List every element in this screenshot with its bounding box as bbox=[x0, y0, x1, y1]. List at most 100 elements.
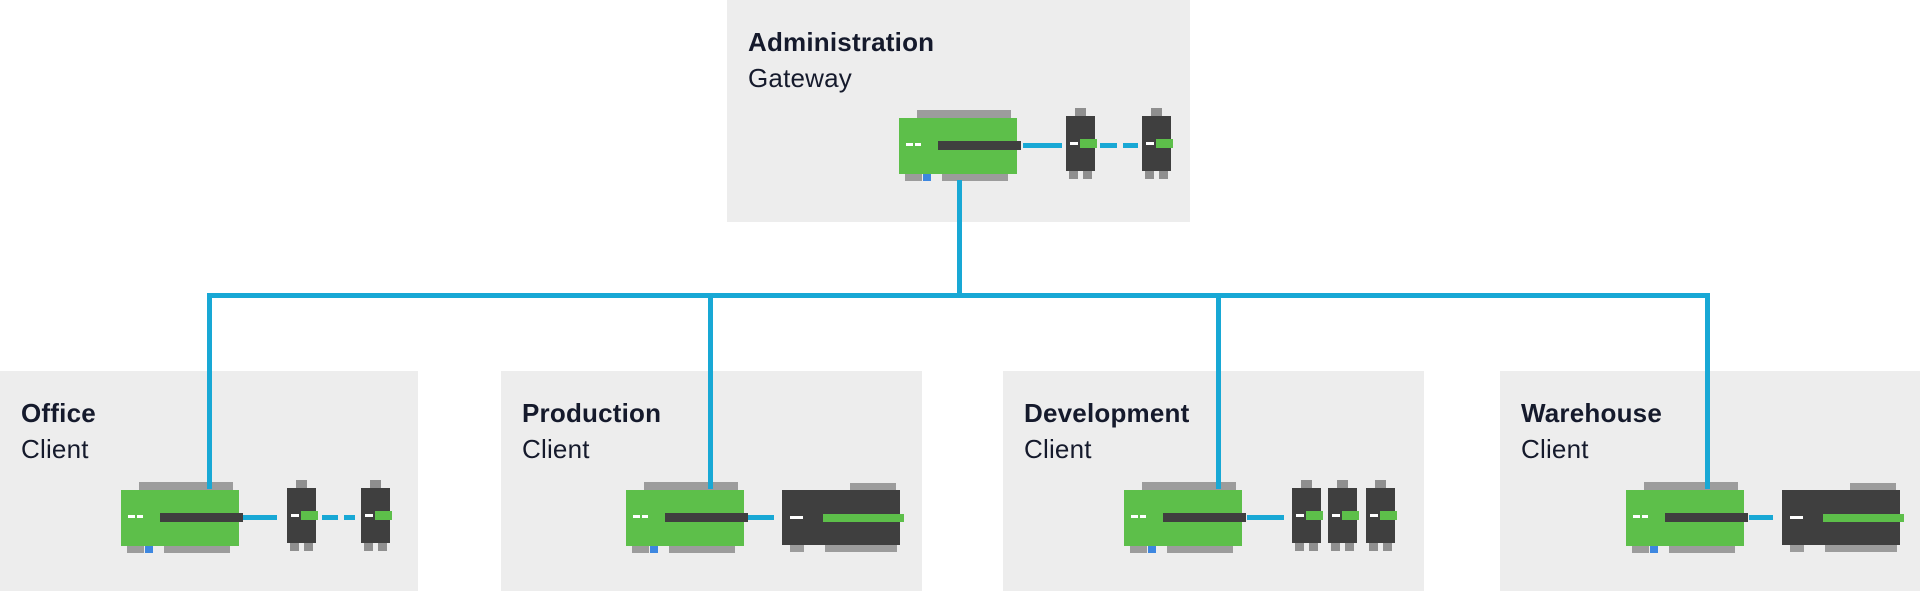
status-led bbox=[137, 515, 143, 518]
module-foot bbox=[378, 543, 387, 551]
status-led bbox=[1332, 514, 1340, 517]
status-led bbox=[1633, 515, 1640, 518]
device-strip-administration bbox=[727, 0, 1190, 222]
plc-top-rail bbox=[139, 482, 233, 490]
node-subtitle: Client bbox=[522, 434, 590, 464]
module-foot bbox=[1331, 543, 1340, 551]
plc-top-rail bbox=[1142, 482, 1236, 490]
controller-green-stripe bbox=[823, 514, 904, 522]
status-led bbox=[1146, 142, 1154, 145]
device-strip-warehouse bbox=[1500, 371, 1920, 591]
controller-foot bbox=[1790, 545, 1804, 552]
module-foot bbox=[1145, 171, 1154, 179]
status-led bbox=[1296, 514, 1304, 517]
plc-foot bbox=[164, 546, 230, 553]
status-led bbox=[906, 143, 913, 146]
module-foot bbox=[1159, 171, 1168, 179]
module-top-tab bbox=[1337, 480, 1348, 488]
plc-port-blue bbox=[1650, 546, 1658, 553]
node-subtitle: Gateway bbox=[748, 63, 853, 93]
status-led bbox=[1140, 515, 1146, 518]
plc-port-blue bbox=[923, 174, 931, 181]
plc-foot bbox=[942, 174, 1008, 181]
drop-line-administration bbox=[957, 180, 962, 298]
plc-port-blue bbox=[1148, 546, 1156, 553]
controller-top-tab bbox=[1850, 483, 1896, 490]
status-led bbox=[915, 143, 921, 146]
module-green-port bbox=[1380, 511, 1397, 520]
module-top-tab bbox=[370, 480, 381, 488]
module-foot bbox=[1309, 543, 1318, 551]
plc-foot bbox=[1669, 546, 1735, 553]
plc-foot bbox=[1130, 546, 1147, 553]
module-top-tab bbox=[1301, 480, 1312, 488]
module-foot bbox=[1345, 543, 1354, 551]
module-foot bbox=[290, 543, 299, 551]
module-top-tab bbox=[1375, 480, 1386, 488]
module-green-port bbox=[1080, 139, 1097, 148]
bus-wire-solid bbox=[243, 515, 277, 520]
plc-port-stripe bbox=[665, 513, 748, 522]
node-title: Administration bbox=[748, 27, 935, 57]
status-led bbox=[1790, 516, 1803, 519]
device-strip-production bbox=[501, 371, 922, 591]
module-green-port bbox=[1156, 139, 1173, 148]
status-led bbox=[365, 514, 373, 517]
module-green-port bbox=[1306, 511, 1323, 520]
status-led bbox=[1370, 514, 1378, 517]
plc-foot bbox=[669, 546, 735, 553]
status-led bbox=[128, 515, 135, 518]
node-development: Development Client bbox=[1003, 371, 1424, 591]
module-foot bbox=[1083, 171, 1092, 179]
status-led bbox=[1070, 142, 1078, 145]
plc-foot bbox=[632, 546, 649, 553]
controller-foot bbox=[825, 545, 897, 552]
module-top-tab bbox=[296, 480, 307, 488]
controller-foot bbox=[1825, 545, 1897, 552]
plc-port-stripe bbox=[160, 513, 243, 522]
drop-line-office bbox=[207, 296, 212, 489]
plc-top-rail bbox=[644, 482, 738, 490]
plc-port-stripe bbox=[1163, 513, 1246, 522]
device-strip-development bbox=[1003, 371, 1424, 591]
module-top-tab bbox=[1151, 108, 1162, 116]
bus-wire-dashed-segment bbox=[1123, 143, 1138, 148]
plc-top-rail bbox=[1644, 482, 1738, 490]
node-subtitle: Client bbox=[1024, 434, 1092, 464]
plc-foot bbox=[127, 546, 144, 553]
node-title: Warehouse bbox=[1521, 398, 1662, 428]
controller-foot bbox=[790, 545, 804, 552]
controller-top-tab bbox=[850, 483, 896, 490]
status-led bbox=[291, 514, 299, 517]
module-foot bbox=[1295, 543, 1304, 551]
node-subtitle: Client bbox=[21, 434, 89, 464]
drop-line-production bbox=[708, 296, 713, 489]
module-green-port bbox=[301, 511, 318, 520]
plc-port-stripe bbox=[1665, 513, 1748, 522]
module-foot bbox=[364, 543, 373, 551]
bus-wire-solid bbox=[1247, 515, 1284, 520]
bus-wire-dashed-segment bbox=[1100, 143, 1117, 148]
module-green-port bbox=[375, 511, 392, 520]
bus-wire-solid bbox=[1749, 515, 1773, 520]
drop-line-development bbox=[1216, 296, 1221, 489]
plc-foot bbox=[1167, 546, 1233, 553]
module-foot bbox=[1069, 171, 1078, 179]
controller-green-stripe bbox=[1823, 514, 1904, 522]
module-green-port bbox=[1342, 511, 1359, 520]
node-title: Office bbox=[21, 398, 96, 428]
plc-port-blue bbox=[650, 546, 658, 553]
module-foot bbox=[1369, 543, 1378, 551]
status-led bbox=[1642, 515, 1648, 518]
bus-wire-solid bbox=[1023, 143, 1062, 148]
bus-wire-solid bbox=[748, 515, 774, 520]
status-led bbox=[1131, 515, 1138, 518]
status-led bbox=[633, 515, 640, 518]
plc-foot bbox=[905, 174, 922, 181]
status-led bbox=[642, 515, 648, 518]
plc-port-blue bbox=[145, 546, 153, 553]
module-foot bbox=[304, 543, 313, 551]
bus-wire-dashed-segment bbox=[344, 515, 355, 520]
plc-top-rail bbox=[917, 110, 1011, 118]
